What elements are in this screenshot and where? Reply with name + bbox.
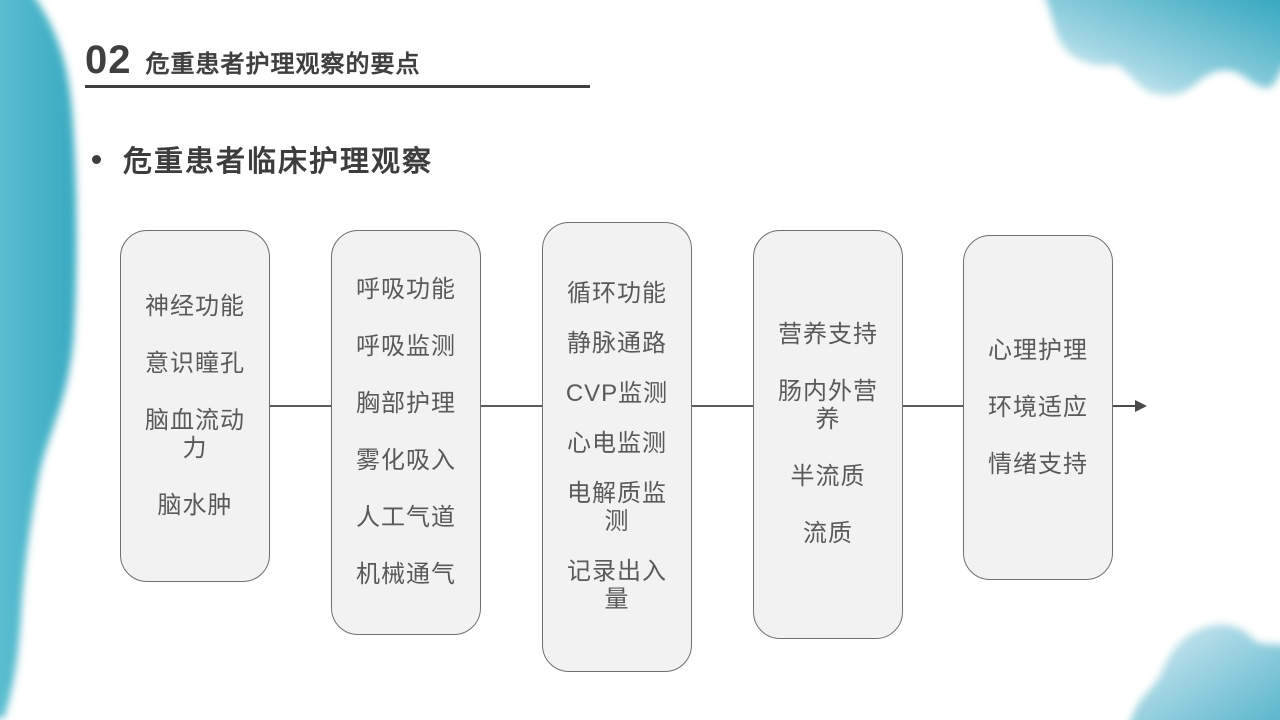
- bottom-right-blob: [1130, 624, 1280, 720]
- card-item-list: 呼吸功能 呼吸监测 胸部护理 雾化吸入 人工气道 机械通气: [353, 276, 459, 589]
- top-right-blob: [1046, 0, 1280, 96]
- flow-card-nutrition: 营养支持 肠内外营养 半流质 流质: [753, 230, 903, 639]
- card-item: 心理护理: [988, 336, 1088, 364]
- card-item: 人工气道: [356, 504, 456, 531]
- slide-subtitle: 危重患者临床护理观察: [123, 146, 434, 178]
- card-item: 流质: [803, 520, 853, 547]
- bullet-icon: [92, 154, 101, 164]
- connector-line: [270, 405, 332, 407]
- card-item: 电解质监测: [567, 480, 667, 535]
- card-item: 记录出入量: [567, 558, 667, 613]
- connector-line: [692, 405, 754, 407]
- card-item: CVP监测: [565, 380, 669, 407]
- title-underline: [85, 85, 590, 88]
- card-item: 静脉通路: [567, 330, 667, 357]
- card-item: 循环功能: [567, 280, 667, 307]
- card-item: 营养支持: [778, 321, 878, 348]
- card-item-list: 心理护理 环境适应 情绪支持: [985, 337, 1091, 479]
- flow-arrow-icon: [1113, 400, 1147, 412]
- card-item-list: 循环功能 静脉通路 CVP监测 心电监测 电解质监测 记录出入量: [564, 280, 670, 614]
- card-item: 胸部护理: [356, 390, 456, 417]
- flow-card-respiratory: 呼吸功能 呼吸监测 胸部护理 雾化吸入 人工气道 机械通气: [331, 230, 481, 635]
- flow-card-neuro: 神经功能 意识瞳孔 脑血流动力 脑水肿: [120, 230, 270, 582]
- card-item: 神经功能: [145, 292, 245, 320]
- card-item: 环境适应: [988, 393, 1088, 421]
- flow-card-circulation: 循环功能 静脉通路 CVP监测 心电监测 电解质监测 记录出入量: [542, 222, 692, 672]
- card-item: 情绪支持: [988, 450, 1088, 478]
- slide-header: 02 危重患者护理观察的要点: [85, 40, 421, 80]
- section-title: 危重患者护理观察的要点: [145, 51, 421, 78]
- connector-line: [481, 405, 543, 407]
- card-item: 半流质: [790, 463, 866, 490]
- bullet-row: 危重患者临床护理观察: [92, 138, 433, 180]
- card-item-list: 营养支持 肠内外营养 半流质 流质: [775, 321, 881, 548]
- left-brush-stroke: [0, 0, 77, 718]
- card-item: 脑血流动力: [145, 406, 245, 462]
- section-number: 02: [85, 38, 132, 82]
- card-item: 雾化吸入: [356, 447, 456, 474]
- flow-card-psychology: 心理护理 环境适应 情绪支持: [963, 235, 1113, 580]
- card-item: 机械通气: [356, 561, 456, 588]
- card-item: 肠内外营养: [778, 378, 878, 433]
- card-item: 意识瞳孔: [145, 349, 245, 377]
- card-item: 呼吸监测: [356, 333, 456, 360]
- card-item: 呼吸功能: [356, 276, 456, 303]
- card-item: 脑水肿: [157, 491, 233, 519]
- card-item: 心电监测: [567, 430, 667, 457]
- connector-line: [903, 405, 964, 407]
- card-item-list: 神经功能 意识瞳孔 脑血流动力 脑水肿: [142, 293, 248, 520]
